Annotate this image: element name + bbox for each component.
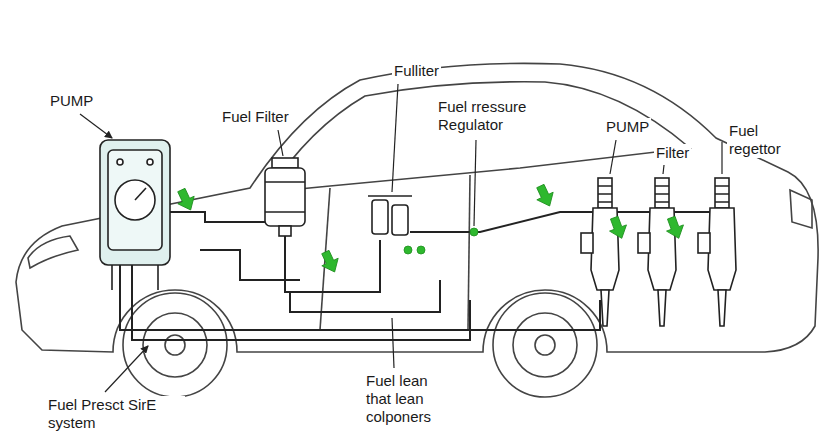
flow-dot: [470, 228, 478, 236]
part-label: Fuel regettor: [727, 122, 803, 158]
part-label: PUMP: [48, 92, 95, 110]
tyre: [123, 293, 227, 397]
filter-band: [265, 182, 305, 212]
fuel-line: [290, 280, 440, 312]
part-label: Fuel rressure Regulator: [436, 98, 550, 134]
injector: [698, 178, 736, 326]
car-body: [16, 63, 818, 352]
flow-dot: [417, 246, 425, 254]
leader-line: [392, 84, 398, 192]
leader-line: [80, 114, 112, 138]
gauge-needle: [135, 188, 146, 200]
fuel-pump: [100, 140, 170, 290]
rim: [143, 313, 207, 377]
car-window: [268, 82, 690, 192]
front-wheel: [123, 293, 227, 397]
fuel-lines: [120, 212, 720, 340]
flow-arrow: [173, 186, 199, 214]
injector-nozzle: [718, 290, 726, 326]
injector-rib: [655, 186, 669, 202]
injector-nozzle: [601, 290, 609, 326]
leader-line: [278, 130, 283, 156]
injector-nozzle: [658, 290, 666, 326]
flow-dot: [404, 246, 412, 254]
part-label: PUMP: [604, 118, 651, 136]
hub: [165, 335, 185, 355]
filter-outlet: [279, 226, 291, 236]
injector-clip: [638, 233, 650, 253]
car-outline: [16, 63, 818, 352]
regulator-body: [392, 205, 408, 235]
part-label: Filter: [654, 144, 691, 162]
fuel-line: [170, 212, 265, 222]
pump-housing: [100, 140, 170, 265]
tyre: [493, 293, 597, 397]
injector-top: [598, 178, 612, 208]
pump-panel: [108, 150, 162, 250]
fuel-line: [132, 265, 470, 340]
pressure-regulator: [368, 196, 412, 235]
leader-lines: [80, 84, 722, 392]
injector-top: [715, 178, 729, 208]
injector-rib: [715, 186, 729, 202]
part-label: Fuel Presct SirE system: [46, 396, 185, 432]
injector-body: [708, 208, 736, 290]
fuel-filter: [265, 158, 305, 236]
headlight: [28, 236, 78, 268]
pump-knob: [117, 159, 123, 165]
leader-line: [610, 140, 616, 174]
flow-arrow: [606, 215, 630, 242]
flow-arrow: [663, 215, 687, 242]
injector-rib: [598, 186, 612, 202]
flow-arrows: [173, 182, 687, 276]
part-label: Fuel Filter: [220, 108, 291, 126]
pump-leg: [112, 265, 158, 290]
taillight: [790, 190, 812, 228]
leader-line: [663, 165, 664, 174]
injector: [581, 178, 619, 326]
injector-top: [655, 178, 669, 208]
part-label: Fuel lean that lean colponers: [364, 372, 452, 426]
injector-clip: [698, 233, 710, 253]
regulator-rail: [368, 195, 412, 197]
rear-wheel: [493, 293, 597, 397]
part-label: Fulliter: [392, 62, 441, 80]
leader-line: [721, 142, 722, 174]
fuel-line: [120, 265, 600, 330]
regulator-body: [372, 200, 388, 234]
flow-arrow: [532, 182, 558, 210]
rim: [513, 313, 577, 377]
flow-arrow: [317, 248, 343, 276]
injector-clip: [581, 233, 593, 253]
filter-cap: [272, 158, 298, 168]
pump-knob: [147, 159, 153, 165]
leader-line: [392, 318, 394, 368]
pump-gauge: [115, 180, 155, 220]
leader-line: [105, 346, 148, 392]
injector: [638, 178, 676, 326]
fuel-line: [285, 234, 380, 292]
fuel-line: [410, 212, 600, 232]
fuel-line: [200, 250, 300, 280]
hub: [535, 335, 555, 355]
filter-body: [265, 168, 305, 226]
leader-line: [474, 140, 476, 226]
